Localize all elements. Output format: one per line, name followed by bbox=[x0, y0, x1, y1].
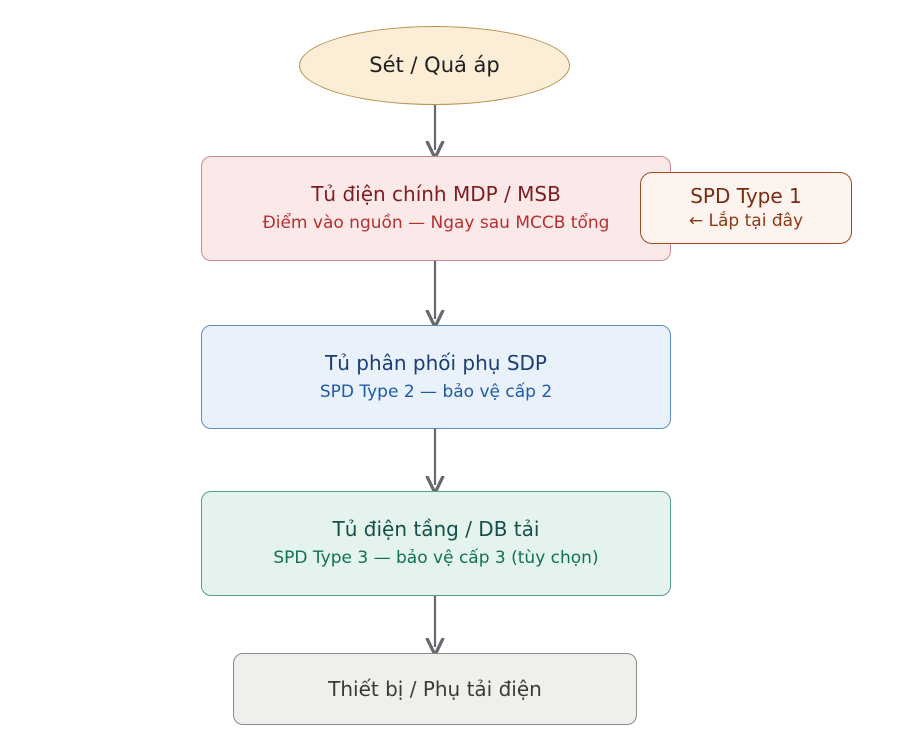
annotation-title: SPD Type 1 bbox=[690, 183, 802, 208]
node-load-title: Thiết bị / Phụ tải điện bbox=[328, 676, 542, 701]
node-thiet-bi-phu-tai-dien[interactable]: Thiết bị / Phụ tải điện bbox=[233, 653, 637, 725]
annotation-spd-type-1[interactable]: SPD Type 1 ← Lắp tại đây bbox=[640, 172, 852, 244]
node-start-title: Sét / Quá áp bbox=[369, 53, 500, 78]
annotation-subtitle: ← Lắp tại đây bbox=[688, 210, 804, 231]
node-mdp-subtitle: Điểm vào nguồn — Ngay sau MCCB tổng bbox=[262, 213, 610, 234]
node-db-title: Tủ điện tầng / DB tải bbox=[332, 517, 540, 542]
node-sdp-title: Tủ phân phối phụ SDP bbox=[325, 350, 547, 375]
node-sdp-subtitle: SPD Type 2 — bảo vệ cấp 2 bbox=[319, 381, 553, 402]
node-mdp-title: Tủ điện chính MDP / MSB bbox=[311, 182, 561, 207]
node-db-subtitle: SPD Type 3 — bảo vệ cấp 3 (tùy chọn) bbox=[273, 548, 599, 569]
node-tu-dien-chinh-mdp-msb[interactable]: Tủ điện chính MDP / MSB Điểm vào nguồn —… bbox=[201, 156, 671, 261]
node-tu-dien-tang-db-tai[interactable]: Tủ điện tầng / DB tải SPD Type 3 — bảo v… bbox=[201, 491, 671, 596]
node-tu-phan-phoi-phu-sdp[interactable]: Tủ phân phối phụ SDP SPD Type 2 — bảo vệ… bbox=[201, 325, 671, 429]
node-set-qua-ap[interactable]: Sét / Quá áp bbox=[299, 26, 570, 105]
